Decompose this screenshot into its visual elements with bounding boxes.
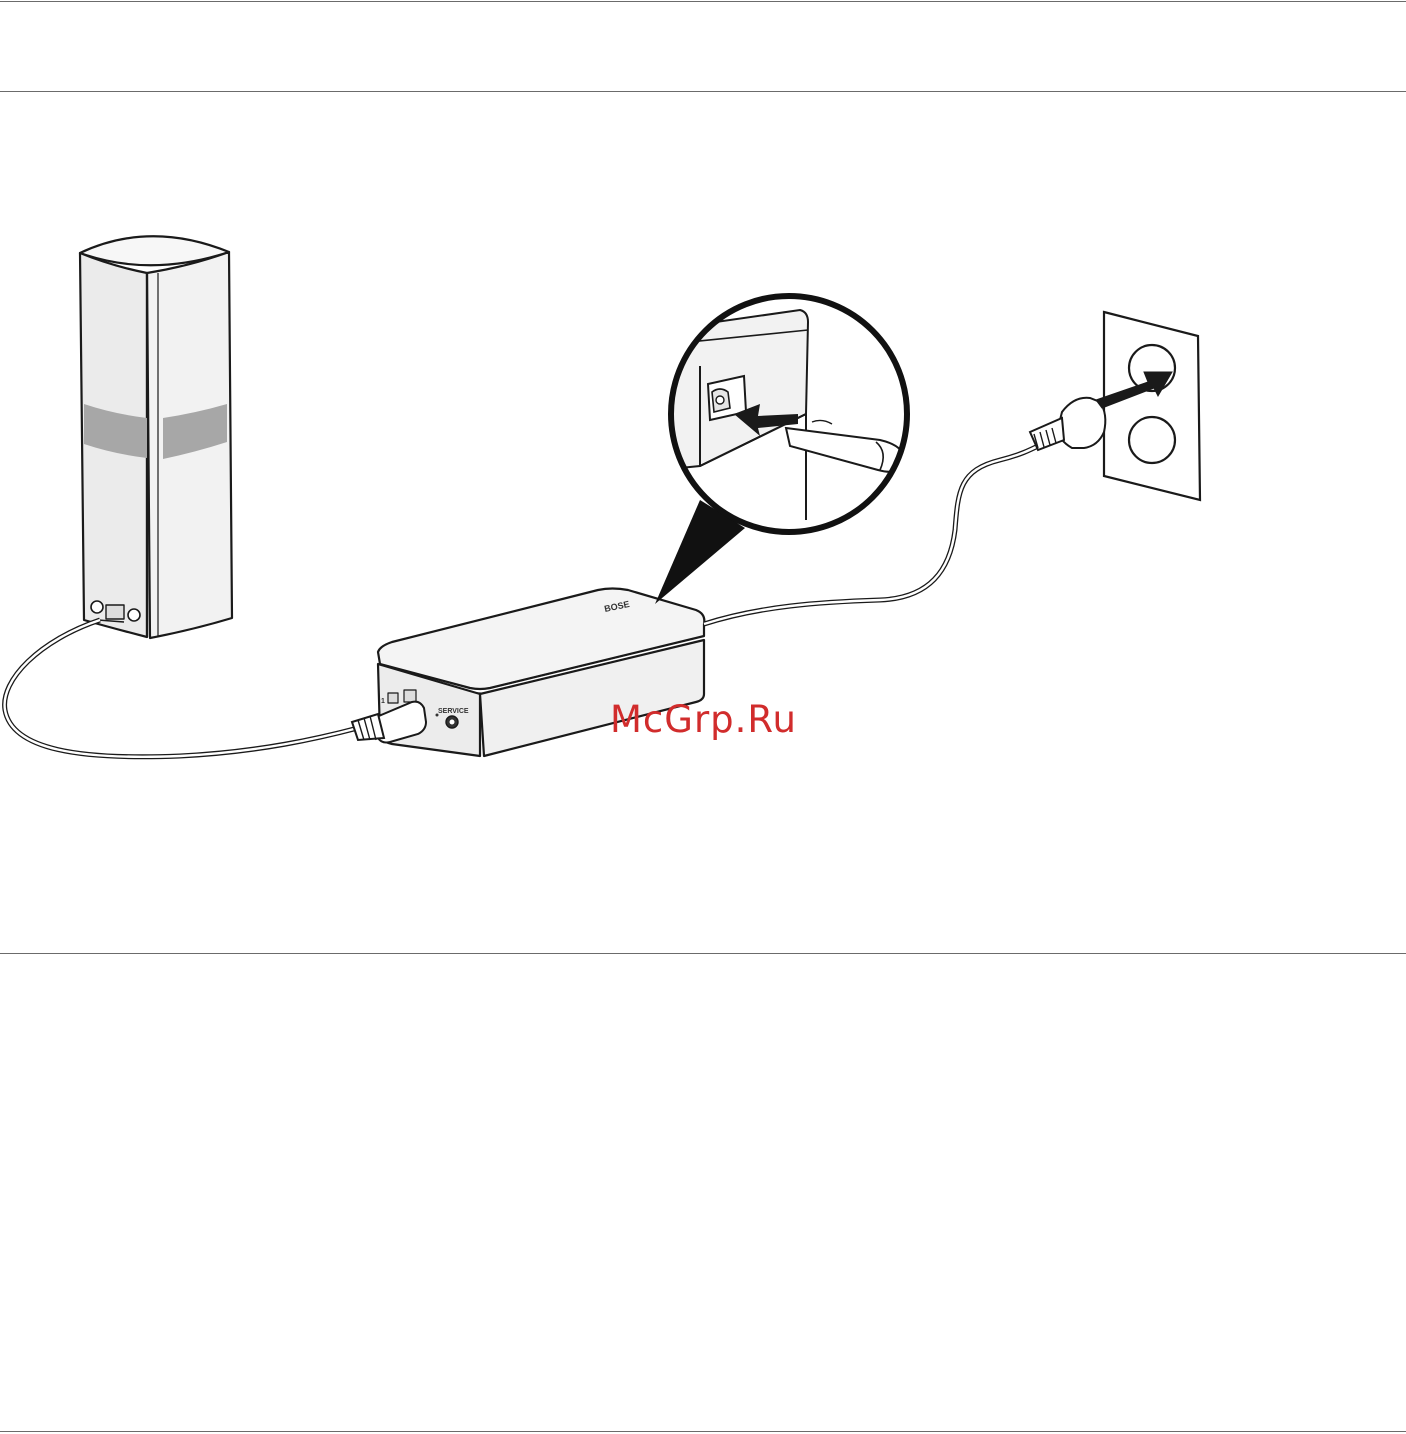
port-label-1: 1 <box>381 698 385 705</box>
inset-magnifier <box>655 296 940 604</box>
speaker-cable <box>5 620 358 757</box>
service-label: SERVICE <box>438 708 469 715</box>
watermark: McGrp.Ru <box>610 698 797 741</box>
power-plug <box>1030 398 1105 450</box>
speaker-tower <box>80 236 232 638</box>
wall-outlet <box>1104 312 1200 500</box>
outlet-socket-bottom <box>1129 417 1175 463</box>
